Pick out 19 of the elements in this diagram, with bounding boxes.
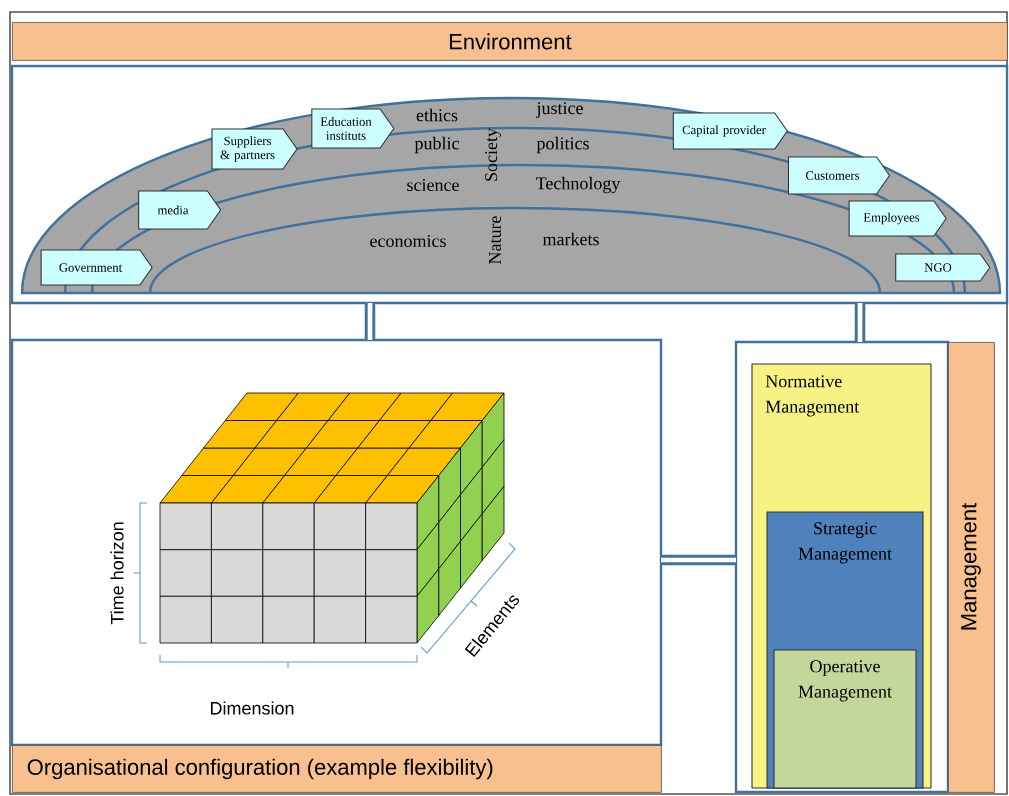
- node-label: Environment: [449, 33, 572, 50]
- label-text: Nature: [489, 216, 501, 264]
- label-text: science: [407, 178, 459, 192]
- double-line-connector: [661, 554, 736, 566]
- label-text: public: [414, 136, 459, 154]
- double-line-connector: [364, 303, 376, 340]
- label-text: politics: [536, 136, 589, 154]
- node-label: Management: [961, 502, 981, 630]
- label-text: Technology: [536, 176, 621, 194]
- management-level-box: Operative Management: [773, 649, 917, 789]
- label-text: Dimension: [210, 701, 294, 715]
- double-line-connector: [854, 303, 866, 342]
- node-label: Organisational configuration (example flexibility): [27, 758, 493, 780]
- label-text: economics: [370, 234, 446, 248]
- label-text: justice: [536, 102, 583, 118]
- label-text: Time horizon: [110, 522, 124, 625]
- label-text: markets: [542, 232, 599, 246]
- label-text: ethics: [416, 108, 458, 122]
- label-text: Society: [485, 128, 501, 181]
